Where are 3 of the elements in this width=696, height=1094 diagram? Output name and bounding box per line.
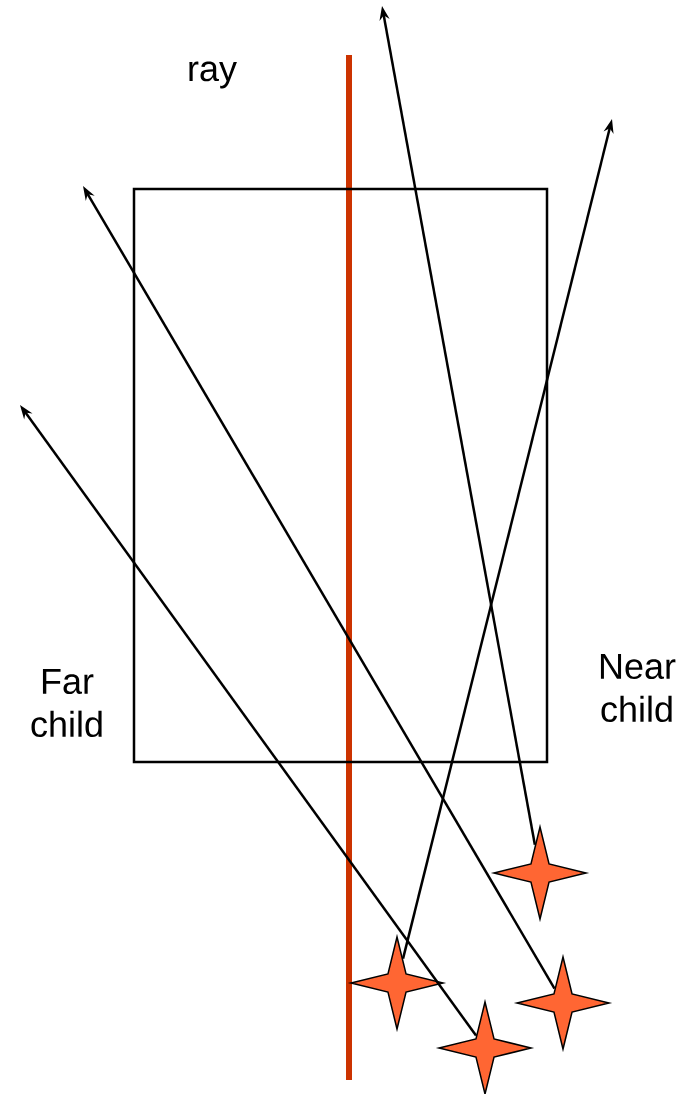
label: ray: [189, 61, 237, 89]
child-box: [132, 187, 549, 764]
label: Near child: [600, 653, 676, 723]
